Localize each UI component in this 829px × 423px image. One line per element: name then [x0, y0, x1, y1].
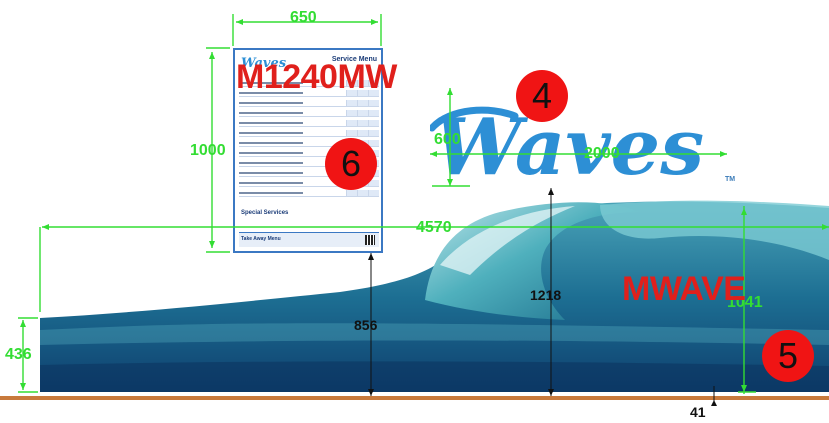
ground-line — [0, 396, 829, 400]
badge-wave: 5 — [762, 330, 814, 382]
poster-row — [239, 120, 379, 127]
waves-logo: Waves — [430, 102, 704, 190]
poster-row — [239, 90, 379, 97]
poster-row — [239, 110, 379, 117]
wave-left-height-label: 436 — [5, 346, 32, 363]
poster-bottom-height-label: 856 — [354, 317, 378, 333]
poster-row — [239, 80, 379, 87]
poster-height-label: 1000 — [190, 142, 226, 159]
wave-width-label: 4570 — [416, 219, 452, 236]
badge-poster: 6 — [325, 138, 377, 190]
poster-row — [239, 190, 379, 197]
poster-row — [239, 100, 379, 107]
ground-gap-label: 41 — [690, 404, 706, 420]
poster-code-label: M1240MW — [236, 58, 397, 96]
poster-logo: Waves — [241, 56, 287, 71]
logo-width-label: 2000 — [584, 145, 620, 162]
wave-code-label: MWAVE — [622, 270, 746, 308]
poster-width-label: 650 — [290, 9, 317, 26]
waves-logo-text: Waves — [434, 102, 704, 190]
logo-height-label: 600 — [434, 131, 461, 148]
logo-bottom-height-label: 1218 — [530, 287, 562, 303]
wave-right-height-label: 1041 — [727, 294, 763, 311]
poster-row — [239, 130, 379, 137]
poster-header: Waves Service Menu — [239, 54, 379, 76]
poster-special-heading: Special Services — [241, 210, 289, 216]
poster-takeaway-heading: Take Away Menu — [241, 236, 281, 242]
qr-code-icon — [365, 235, 375, 245]
trademark-mark: TM — [725, 176, 736, 183]
logo-swash — [430, 106, 519, 132]
poster-footer: Take Away Menu — [239, 232, 379, 247]
badge-logo: 4 — [516, 70, 568, 122]
poster-title: Service Menu — [331, 56, 377, 63]
